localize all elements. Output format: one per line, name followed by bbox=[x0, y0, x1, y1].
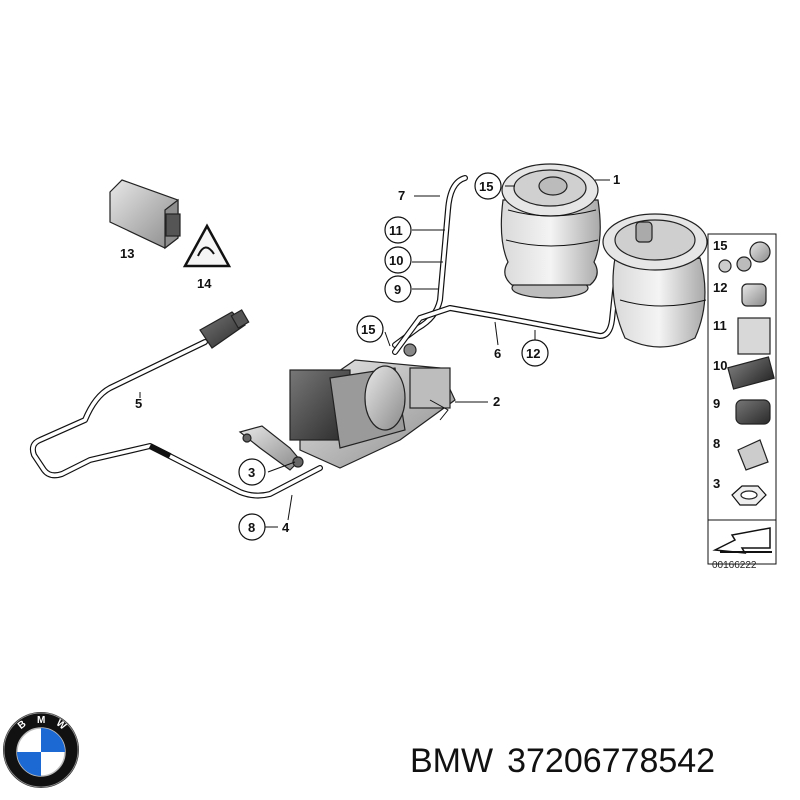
legend-item-8: 8 bbox=[713, 436, 769, 471]
callout-14: 14 bbox=[197, 276, 212, 291]
legend-item-12: 12 bbox=[713, 280, 767, 307]
callout-11: 11 bbox=[389, 223, 403, 238]
brand-name: BMW bbox=[410, 741, 494, 780]
sensor-fitting bbox=[199, 309, 250, 349]
part-number: 37206778542 bbox=[507, 741, 716, 780]
legend-item-9: 9 bbox=[713, 396, 771, 425]
callout-8: 8 bbox=[248, 520, 255, 535]
callout-10: 10 bbox=[389, 253, 403, 268]
control-unit-13 bbox=[109, 179, 181, 250]
callout-2: 2 bbox=[493, 394, 500, 409]
callout-4: 4 bbox=[282, 520, 290, 535]
callout-15-mid: 15 bbox=[361, 322, 375, 337]
callout-9: 9 bbox=[394, 282, 401, 297]
legend-number: 3 bbox=[713, 476, 720, 491]
callout-3: 3 bbox=[248, 465, 255, 480]
callout-6: 6 bbox=[494, 346, 501, 361]
legend-number: 11 bbox=[713, 318, 727, 333]
legend-item-15: 15 bbox=[713, 238, 771, 273]
callouts: 7 15 1 11 10 9 15 6 12 2 13 14 5 3 8 4 bbox=[120, 172, 620, 541]
callout-15-top: 15 bbox=[479, 179, 493, 194]
diagram-code: 00166222 bbox=[712, 560, 757, 571]
legend-number: 9 bbox=[713, 396, 720, 411]
parts-legend: 15 12 11 10 9 8 3 bbox=[707, 233, 777, 571]
callout-7: 7 bbox=[398, 188, 405, 203]
callout-1: 1 bbox=[613, 172, 620, 187]
legend-item-11: 11 bbox=[713, 317, 771, 355]
svg-text:M: M bbox=[37, 715, 45, 726]
legend-number: 15 bbox=[713, 238, 727, 253]
direction-arrow-icon bbox=[712, 527, 772, 554]
leader-lines bbox=[139, 179, 610, 528]
legend-number: 10 bbox=[713, 358, 727, 373]
legend-item-3: 3 bbox=[713, 476, 767, 506]
air-spring-rear bbox=[500, 163, 601, 299]
air-spring-front bbox=[602, 213, 708, 348]
callout-5: 5 bbox=[135, 396, 142, 411]
bmw-logo: B M W bbox=[3, 712, 79, 788]
legend-item-10: 10 bbox=[713, 356, 775, 390]
part-caption: BMW 37206778542 bbox=[410, 736, 790, 786]
warning-label-14 bbox=[182, 223, 232, 268]
callout-12: 12 bbox=[526, 346, 540, 361]
callout-13: 13 bbox=[120, 246, 134, 261]
legend-number: 8 bbox=[713, 436, 720, 451]
legend-number: 12 bbox=[713, 280, 727, 295]
compressor-assembly bbox=[238, 343, 456, 471]
